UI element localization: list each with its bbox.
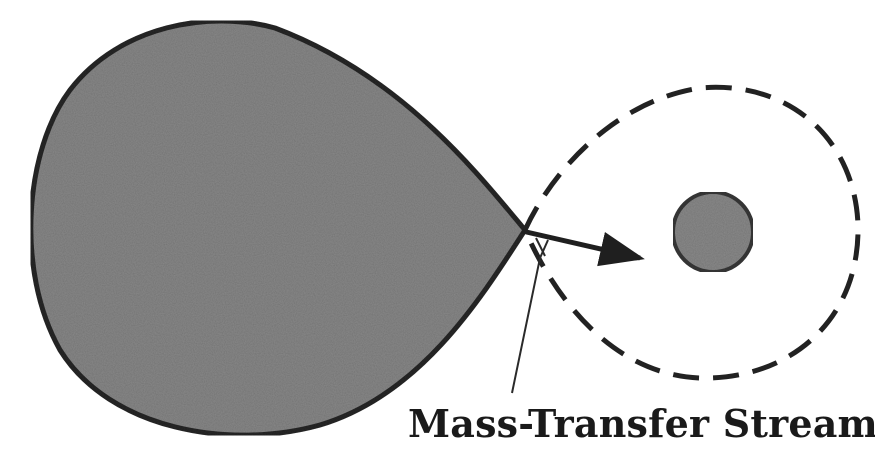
accretor-roche-lobe — [522, 84, 861, 381]
l1-stream-tick — [535, 237, 546, 257]
mass-transfer-arrow — [521, 228, 645, 267]
donor-star-lobe — [28, 18, 529, 438]
caption-leader-line — [511, 239, 549, 394]
accretor-star — [671, 190, 755, 274]
diagram-caption: Mass-Transfer Stream — [408, 401, 875, 446]
